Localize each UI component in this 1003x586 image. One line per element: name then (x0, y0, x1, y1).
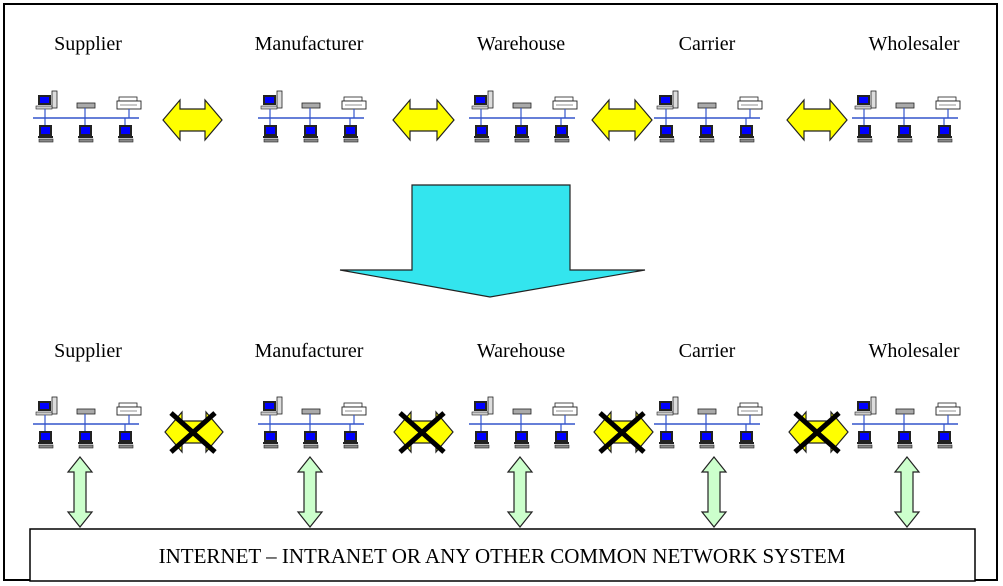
blocked-link-supplier-manufacturer (164, 410, 224, 454)
network-arrow-warehouse (506, 456, 534, 528)
network-arrow-manufacturer (296, 456, 324, 528)
network-cluster-warehouse (469, 91, 577, 142)
transformation-arrow (339, 184, 646, 298)
blocked-link-warehouse-carrier (593, 410, 654, 454)
before-row: Supplier Manufacturer Warehouse Carrier … (33, 33, 960, 142)
party-label-wholesaler-after: Wholesaler (868, 340, 959, 362)
network-cluster-supplier-after (33, 397, 141, 448)
network-cluster-manufacturer (258, 91, 366, 142)
party-label-carrier-after: Carrier (679, 340, 736, 362)
common-network-label: INTERNET – INTRANET OR ANY OTHER COMMON … (159, 544, 846, 568)
network-cluster-carrier (654, 91, 762, 142)
party-label-supplier: Supplier (54, 33, 122, 55)
network-cluster-wholesaler (852, 91, 960, 142)
party-label-carrier: Carrier (679, 33, 736, 55)
network-cluster-supplier (33, 91, 141, 142)
link-arrow-carrier-wholesaler (786, 98, 848, 142)
link-arrow-manufacturer-warehouse (392, 98, 455, 142)
party-label-manufacturer-after: Manufacturer (255, 340, 364, 362)
common-network-box (29, 528, 976, 582)
link-arrow-supplier-manufacturer (162, 98, 223, 142)
blocked-link-manufacturer-warehouse (393, 410, 454, 454)
network-arrow-carrier (700, 456, 728, 528)
network-cluster-carrier-after (654, 397, 762, 448)
party-label-wholesaler: Wholesaler (868, 33, 959, 55)
blocked-link-carrier-wholesaler (788, 410, 849, 454)
party-label-supplier-after: Supplier (54, 340, 122, 362)
network-arrow-supplier (66, 456, 94, 528)
network-cluster-manufacturer-after (258, 397, 366, 448)
network-cluster-wholesaler-after (852, 397, 960, 448)
after-row: Supplier Manufacturer Warehouse Carrier … (33, 340, 960, 528)
network-cluster-warehouse-after (469, 397, 577, 448)
link-arrow-warehouse-carrier (591, 98, 653, 142)
party-label-warehouse: Warehouse (477, 33, 565, 55)
party-label-warehouse-after: Warehouse (477, 340, 565, 362)
party-label-manufacturer: Manufacturer (255, 33, 364, 55)
network-arrow-wholesaler (893, 456, 921, 528)
